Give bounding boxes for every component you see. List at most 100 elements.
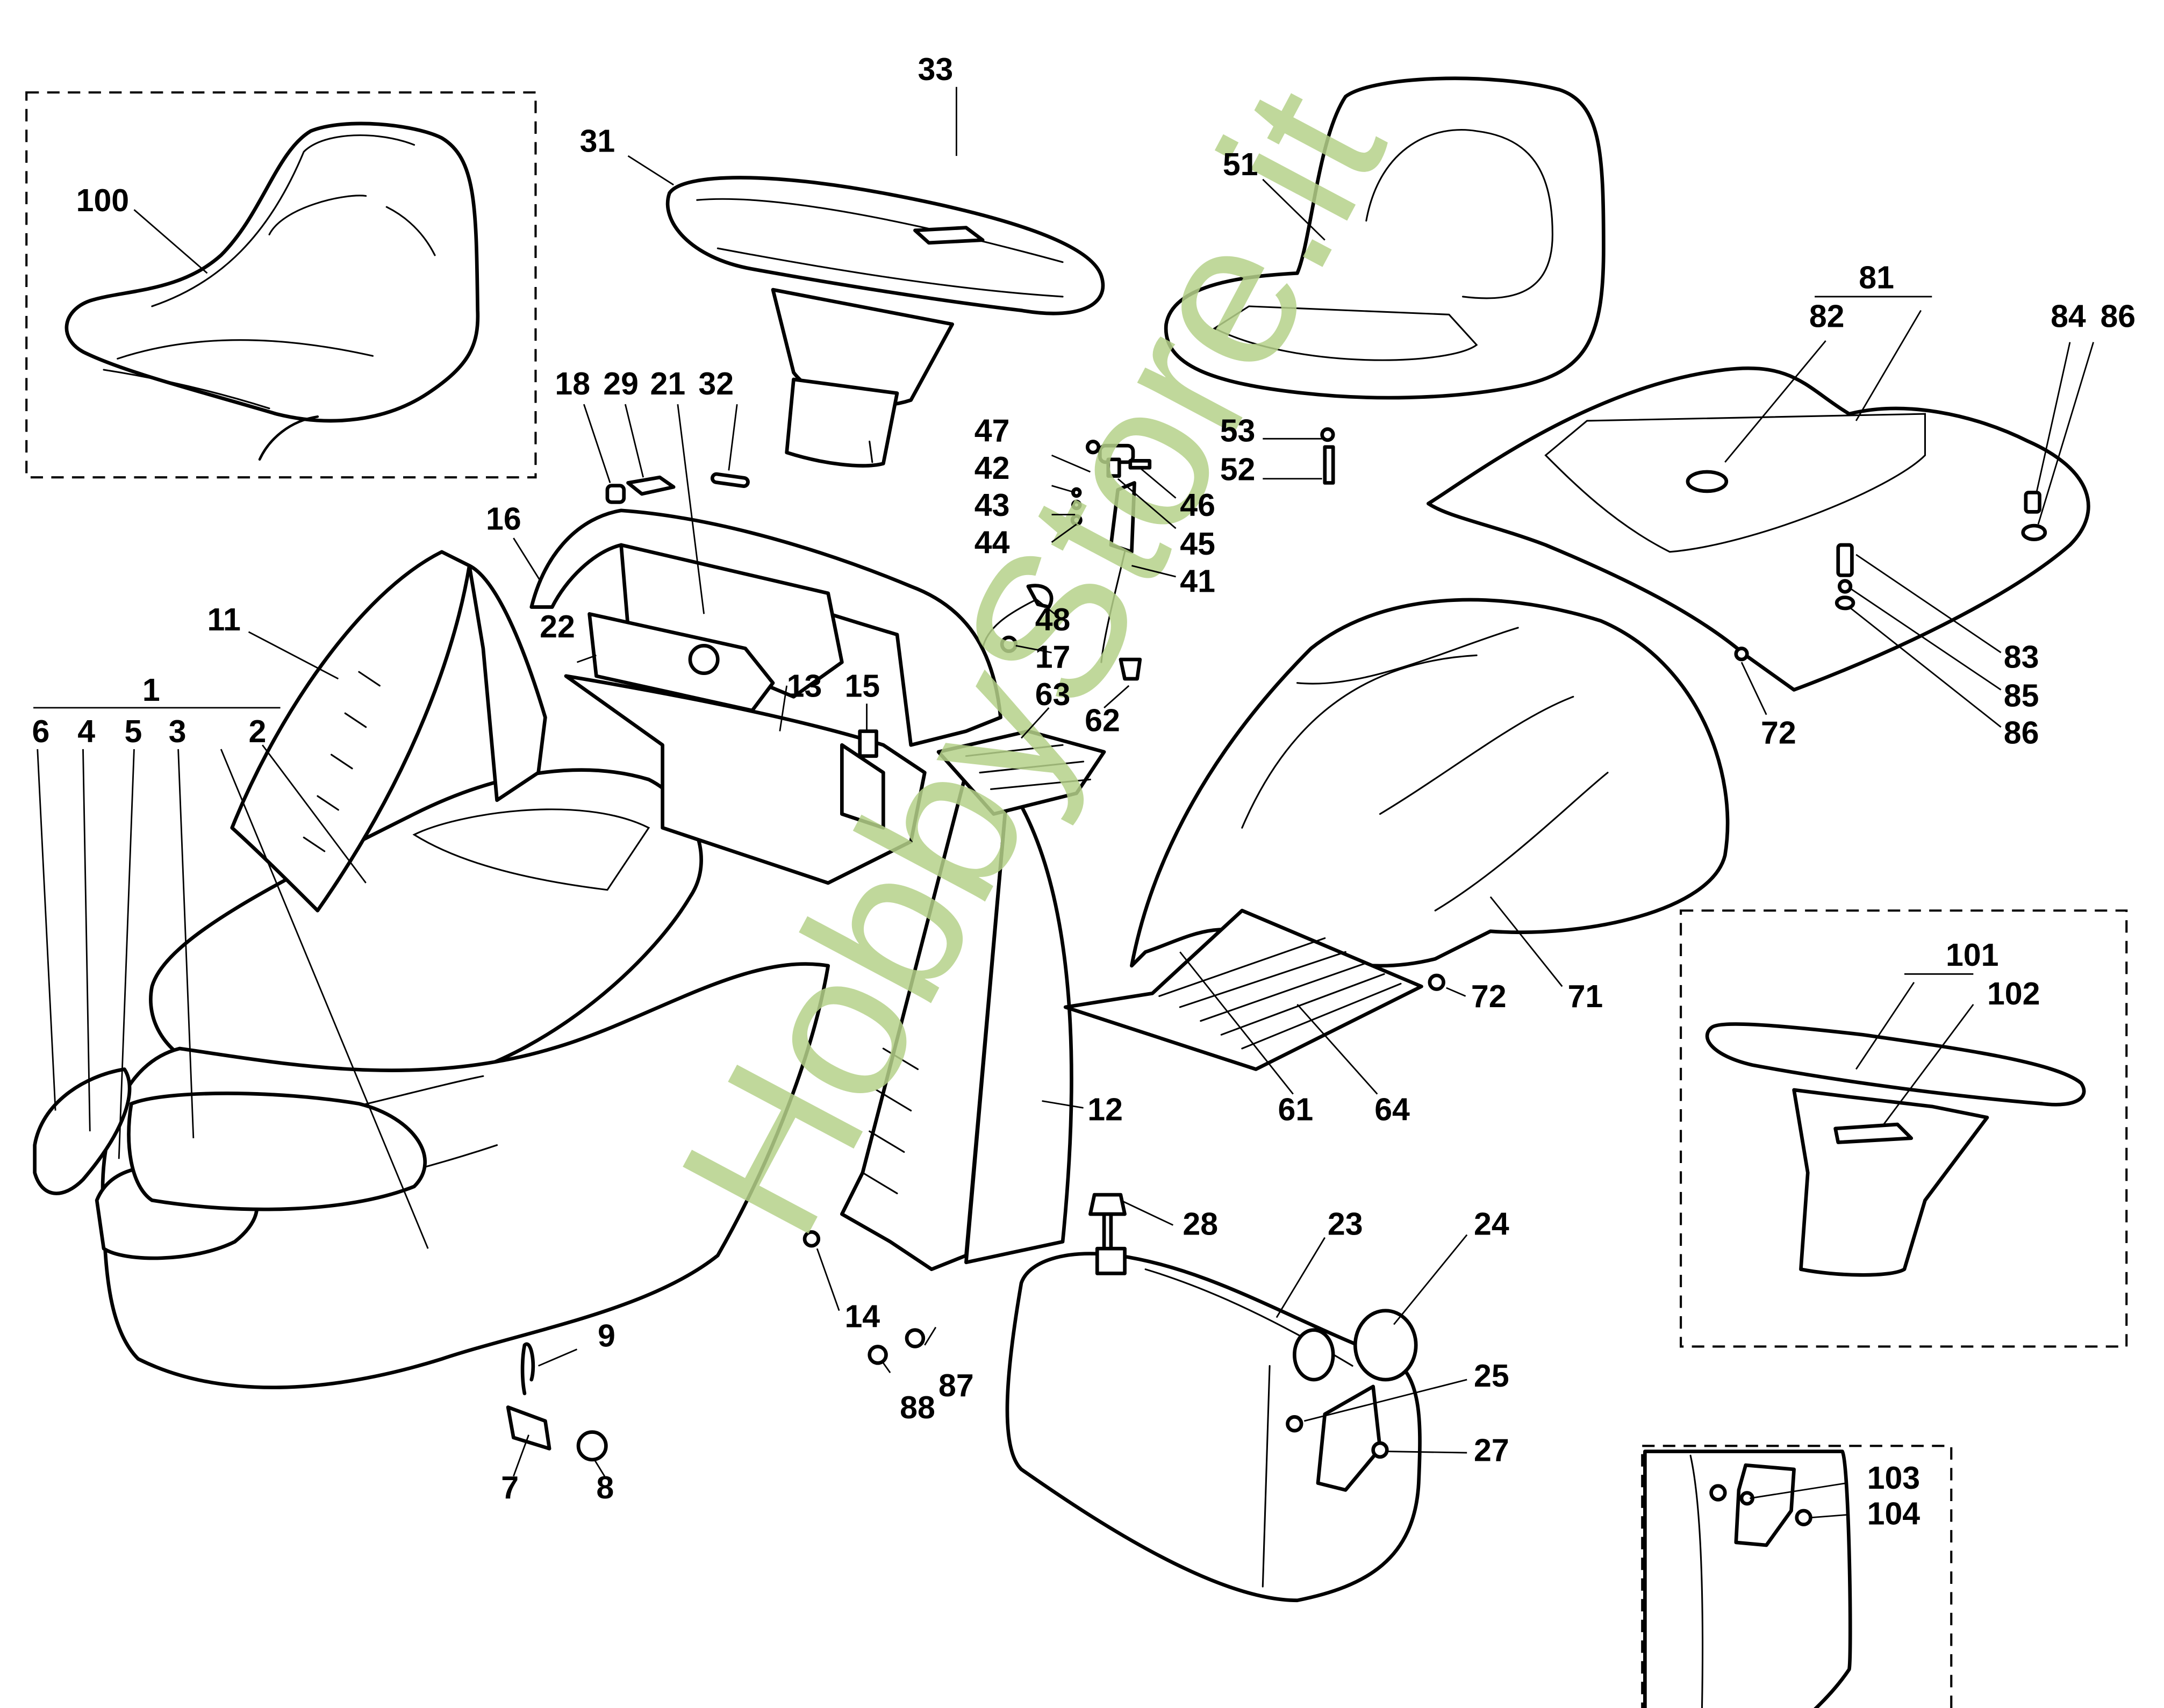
light-unit-6	[33, 1067, 132, 1195]
label-48: 48	[1035, 602, 1071, 637]
label-61: 61	[1278, 1092, 1314, 1127]
part-labels: 100 33 31 51 81 82 84 86 53 52 47 42 43 …	[32, 52, 2136, 1532]
side-panel-11	[230, 550, 547, 913]
inset-frame-wheel	[1680, 909, 2128, 1348]
dipstick-28	[1088, 1193, 1127, 1251]
label-47: 47	[974, 413, 1010, 448]
screw-14	[802, 1230, 821, 1248]
label-24: 24	[1474, 1207, 1509, 1242]
label-16: 16	[486, 501, 521, 537]
label-82: 82	[1809, 298, 1845, 334]
bracket-13	[564, 674, 927, 885]
floor-mat-63	[936, 729, 1106, 816]
rear-fender-71	[1130, 366, 2090, 968]
badge-102	[1833, 1122, 1914, 1144]
label-85: 85	[2004, 678, 2039, 713]
label-12: 12	[1087, 1092, 1123, 1127]
leader-lines	[33, 87, 2094, 1519]
label-32: 32	[698, 366, 734, 401]
label-8: 8	[596, 1470, 614, 1505]
dashboard-console	[529, 508, 1002, 885]
label-42: 42	[974, 450, 1010, 486]
label-84: 84	[2051, 298, 2086, 334]
label-3: 3	[169, 714, 187, 749]
knob-62	[1119, 657, 1142, 681]
label-41: 41	[1180, 563, 1215, 599]
label-1: 1	[142, 672, 160, 708]
front-body	[101, 962, 830, 1389]
bolt-15	[858, 729, 878, 758]
label-31: 31	[580, 123, 615, 159]
clip-9	[520, 1342, 535, 1396]
label-86-top: 86	[2100, 298, 2136, 334]
label-52: 52	[1220, 451, 1256, 487]
label-18: 18	[555, 366, 590, 401]
label-88: 88	[900, 1390, 935, 1425]
bolt-83	[1836, 543, 1854, 577]
pin-7	[506, 1405, 551, 1451]
label-72-front: 72	[1471, 979, 1507, 1014]
bolt-84	[2024, 491, 2041, 514]
small-hardware	[506, 427, 2047, 1462]
inset-frame-seat	[25, 91, 537, 479]
washer-53	[1320, 427, 1335, 442]
cable-48	[1026, 584, 1054, 609]
instrument-panel-21	[619, 543, 844, 699]
label-53: 53	[1220, 413, 1256, 448]
lever-29	[626, 475, 676, 496]
label-63: 63	[1035, 677, 1071, 712]
label-6: 6	[32, 714, 49, 749]
cap-24	[1353, 1309, 1418, 1382]
bolt-88	[868, 1345, 888, 1365]
label-64: 64	[1374, 1092, 1410, 1127]
label-44: 44	[974, 525, 1010, 560]
screw-72-front	[1428, 973, 1445, 991]
label-81: 81	[1859, 260, 1894, 296]
inset-alternative-seat	[25, 91, 537, 479]
label-13: 13	[787, 668, 822, 704]
label-21: 21	[650, 366, 686, 401]
panel-22	[587, 612, 775, 713]
cap-18	[605, 484, 626, 504]
label-104: 104	[1867, 1496, 1921, 1532]
label-72-rear: 72	[1761, 715, 1796, 751]
washer-86	[1835, 595, 1855, 611]
label-62: 62	[1085, 703, 1120, 738]
throttle-control-41	[1070, 440, 1152, 663]
label-87: 87	[938, 1368, 974, 1403]
label-15: 15	[844, 668, 880, 704]
label-7: 7	[501, 1470, 519, 1505]
label-102: 102	[1987, 976, 2040, 1011]
seat-100	[65, 121, 480, 423]
label-29: 29	[603, 366, 639, 401]
label-22: 22	[540, 609, 575, 644]
hood-assembly-1	[33, 768, 830, 1389]
label-51: 51	[1223, 147, 1258, 182]
inset-tank-bracket	[1641, 1445, 1953, 1708]
label-45: 45	[1180, 526, 1215, 562]
label-23: 23	[1328, 1207, 1363, 1242]
label-100: 100	[76, 183, 130, 218]
label-2: 2	[249, 714, 267, 749]
label-101: 101	[1946, 937, 1999, 973]
label-86: 86	[2004, 715, 2039, 751]
label-4: 4	[77, 714, 95, 749]
label-11: 11	[207, 602, 240, 637]
inset-alternative-steering-wheel	[1680, 909, 2128, 1348]
nut-27	[1371, 1441, 1389, 1459]
bolt-52	[1323, 445, 1335, 485]
seat-51	[1164, 76, 1606, 400]
fuel-tank-23	[1005, 1193, 1422, 1603]
nut-104	[1795, 1509, 1812, 1526]
floor-mat-61-64	[936, 729, 1423, 1071]
label-5: 5	[124, 714, 142, 749]
screw-17	[1000, 635, 1018, 653]
label-17: 17	[1035, 639, 1071, 674]
pin-32	[710, 472, 750, 488]
inset-frame-bracket	[1641, 1445, 1953, 1708]
badge-33	[913, 226, 985, 245]
washer-85	[1837, 579, 1853, 594]
label-83: 83	[2004, 639, 2039, 674]
